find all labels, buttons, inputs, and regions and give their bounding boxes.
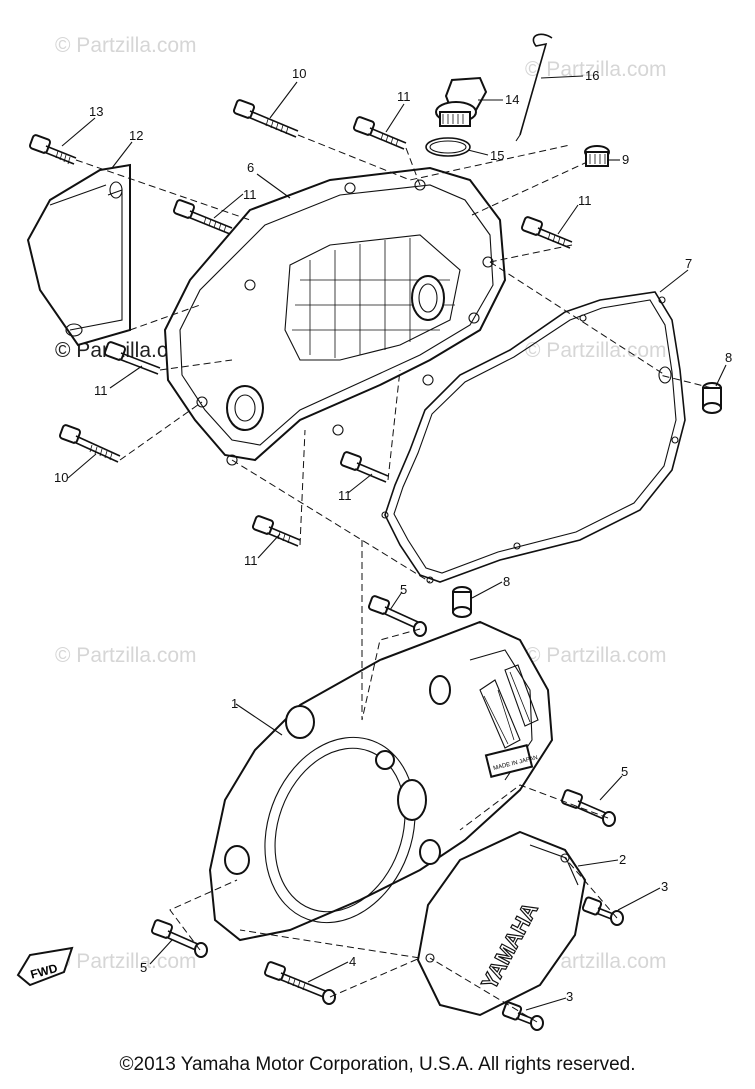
watermark: © Partzilla.com <box>525 644 667 667</box>
copyright-footer: ©2013 Yamaha Motor Corporation, U.S.A. A… <box>119 1054 636 1075</box>
screw-3b <box>501 1001 544 1031</box>
bolt-11d <box>103 341 161 375</box>
callout-11: 11 <box>243 187 257 202</box>
callout-12: 12 <box>129 128 143 143</box>
callout-15: 15 <box>490 148 504 163</box>
callout-16: 16 <box>585 68 599 83</box>
callout-2: 2 <box>619 852 626 867</box>
callout-11: 11 <box>94 383 108 398</box>
callout-13: 13 <box>89 104 103 119</box>
alignment-lines <box>75 134 713 1023</box>
bolt-10b <box>58 424 121 463</box>
callout-11: 11 <box>578 193 592 208</box>
watermark: © Partzilla.com <box>55 34 197 57</box>
leader-lines <box>61 75 727 1011</box>
watermark: © Partzilla.com <box>55 644 197 667</box>
callout-3: 3 <box>661 879 668 894</box>
callout-5: 5 <box>140 960 147 975</box>
callout-5: 5 <box>621 764 628 779</box>
wire-part-16 <box>515 33 553 142</box>
fwd-arrow-icon: FWD <box>16 946 74 987</box>
bolt-11b <box>352 116 407 150</box>
callout-6: 6 <box>247 160 254 175</box>
bolt-5b <box>560 789 616 827</box>
watermark: © Partzilla.com <box>525 58 667 81</box>
watermark: © Partzilla.com <box>55 950 197 973</box>
o-ring-part-15 <box>425 137 471 157</box>
callout-1: 1 <box>231 696 238 711</box>
callout-11: 11 <box>244 553 258 568</box>
bolt-11a <box>172 199 233 235</box>
crankcase-cover-part-6 <box>163 166 507 466</box>
outer-cover-part-1: MADE IN JAPAN <box>208 620 554 942</box>
bolt-10a <box>232 99 299 138</box>
callout-11: 11 <box>397 89 411 104</box>
fwd-label: FWD <box>29 961 59 982</box>
callout-8: 8 <box>503 574 510 589</box>
callout-10: 10 <box>54 470 68 485</box>
watermarks: © Partzilla.com © Partzilla.com © Partzi… <box>55 34 667 973</box>
bolt-5c <box>150 919 208 958</box>
gasket-part-7 <box>381 291 686 584</box>
oil-cap-part-14 <box>435 76 488 127</box>
bolt-13 <box>28 134 77 165</box>
callout-7: 7 <box>685 256 692 271</box>
yamaha-cover-part-2: YAMAHA <box>416 830 587 1017</box>
bolt-11c <box>520 216 573 249</box>
callout-10: 10 <box>292 66 306 81</box>
callout-9: 9 <box>622 152 629 167</box>
callout-3: 3 <box>566 989 573 1004</box>
dowel-pin-8b <box>452 586 472 618</box>
small-cover-part-12 <box>26 163 131 347</box>
bolt-4 <box>263 961 336 1005</box>
bolt-11f <box>251 515 301 547</box>
callout-numbers: 13 12 10 11 14 15 16 9 6 11 11 7 8 11 10… <box>54 66 732 1004</box>
plug-part-9 <box>584 145 610 167</box>
callout-4: 4 <box>349 954 356 969</box>
bolt-5a <box>367 595 427 637</box>
callout-5: 5 <box>400 582 407 597</box>
callout-14: 14 <box>505 92 519 107</box>
callout-8: 8 <box>725 350 732 365</box>
bolt-11e <box>339 451 389 483</box>
callout-11: 11 <box>338 488 352 503</box>
watermark: © Partzilla.com <box>525 339 667 362</box>
